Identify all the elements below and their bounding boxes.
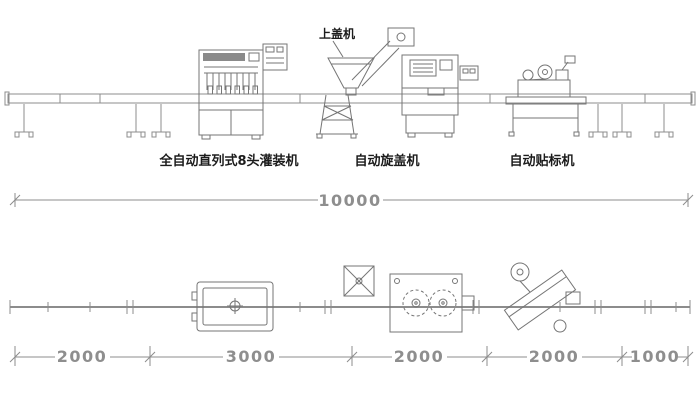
- segment-dimension-value: 3000: [226, 347, 277, 366]
- labeling-machine-plan: [503, 262, 581, 333]
- conveyor-leg: [612, 103, 632, 138]
- conveyor-leg: [588, 103, 608, 138]
- segment-dimension-value: 2000: [57, 347, 108, 366]
- labeling-machine-label: 自动贴标机: [509, 153, 574, 169]
- filling-machine-plan: [191, 281, 274, 332]
- cap-feeder-elevation: [316, 27, 415, 139]
- segment-dimension-value: 2000: [529, 347, 580, 366]
- cap-feeder-label: 上盖机: [319, 26, 355, 41]
- conveyor-leg: [126, 103, 146, 138]
- cap-feeder-leader-line: [332, 40, 344, 58]
- capping-machine-label: 自动旋盖机: [354, 153, 419, 169]
- conveyor-leg: [654, 103, 674, 138]
- conveyor-elevation: [4, 91, 696, 106]
- conveyor-leg: [14, 103, 34, 138]
- cap-feeder-plan: [343, 265, 375, 297]
- plan-view: [9, 262, 691, 333]
- capping-machine-elevation: [401, 54, 479, 138]
- conveyor-leg: [151, 103, 171, 138]
- segment-dimensions: [9, 346, 694, 366]
- segment-dimension-value: 2000: [394, 347, 445, 366]
- elevation-view: 上盖机: [4, 26, 696, 169]
- filling-machine-elevation: [198, 43, 288, 140]
- segment-dimension-value: 1000: [630, 347, 681, 366]
- filling-machine-label: 全自动直列式8头灌装机: [158, 153, 298, 169]
- capping-machine-plan: [389, 273, 475, 333]
- labeling-machine-elevation: [505, 55, 587, 137]
- conveyor-plan: [9, 299, 691, 315]
- total-dimension-value: 10000: [318, 191, 381, 210]
- total-dimension: [9, 193, 694, 207]
